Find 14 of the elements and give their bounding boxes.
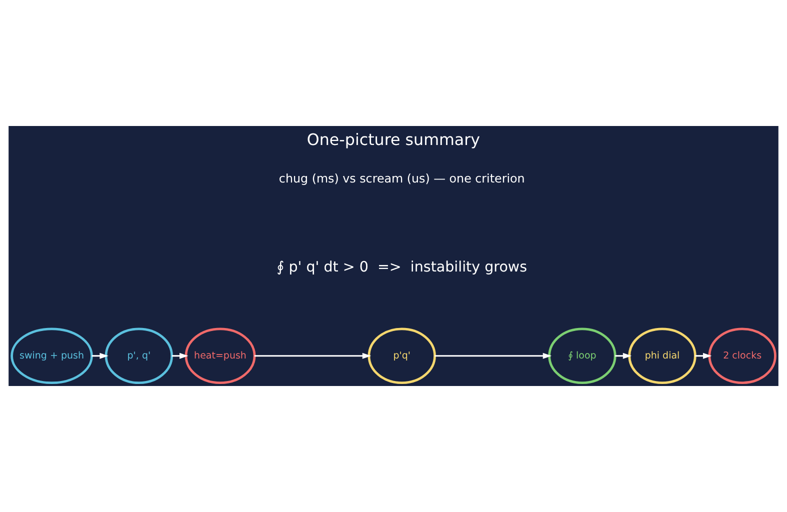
arrow (434, 352, 552, 359)
arrow (695, 352, 712, 359)
arrow (615, 352, 632, 359)
node-ellipse: ∮ loop (548, 328, 616, 384)
node-ellipse: swing + push (10, 328, 93, 384)
node-ellipse: p'q' (368, 328, 436, 384)
diagram-title: One-picture summary (306, 130, 480, 150)
node-ellipse: heat=push (184, 328, 256, 384)
label: chug (ms) vs scream (us) — one criterion (278, 172, 525, 186)
node-ellipse: phi dial (628, 328, 696, 384)
arrow (254, 352, 372, 359)
node-ellipse: 2 clocks (708, 328, 776, 384)
node-ellipse: p', q' (104, 328, 174, 384)
label: ∮ p' q' dt > 0 => instability grows (276, 259, 527, 276)
